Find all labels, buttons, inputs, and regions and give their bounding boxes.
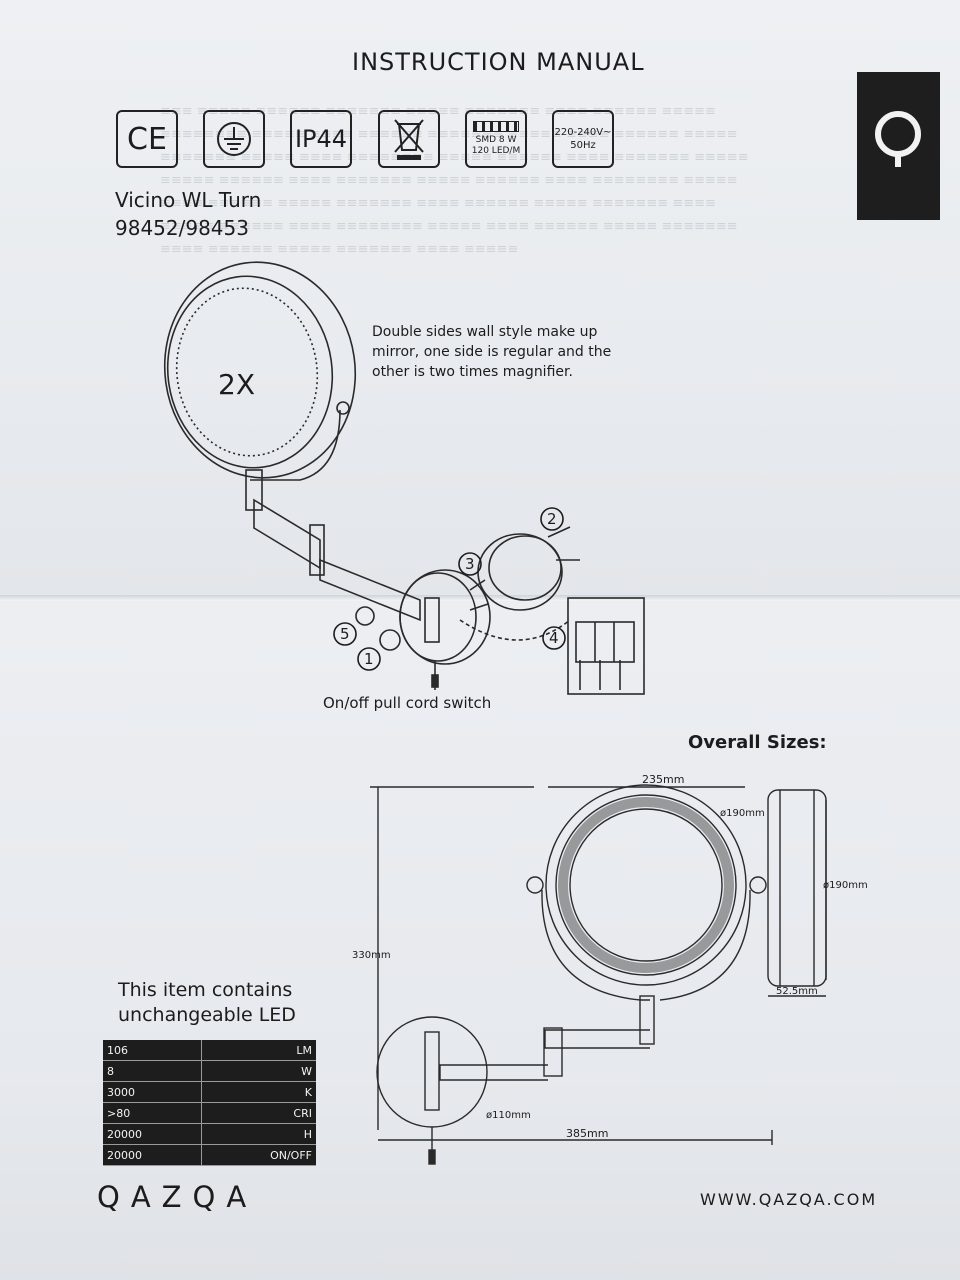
width-dimension: 235mm — [642, 773, 685, 786]
led-heading: This item contains unchangeable LED — [118, 978, 296, 1028]
page-title: INSTRUCTION MANUAL — [352, 48, 645, 76]
spec-unit: CRI — [201, 1102, 316, 1124]
step-2-number: 2 — [547, 510, 557, 528]
spec-value: 20000 — [103, 1144, 202, 1166]
spec-unit: W — [201, 1060, 316, 1082]
step-4-number: 4 — [549, 629, 559, 647]
voltage-line-2: 50Hz — [570, 140, 596, 151]
product-name: Vicino WL Turn — [115, 188, 262, 212]
led-strip-icon — [473, 121, 519, 132]
step-1-number: 1 — [364, 650, 374, 668]
spec-value: 20000 — [103, 1123, 202, 1145]
show-through-text: ≡≡≡ ≡≡≡≡≡ ≡≡≡≡≡≡ ≡≡≡≡≡≡≡ ≡≡≡≡≡ ≡≡≡≡≡≡≡ ≡… — [160, 104, 749, 257]
ip44-rating-icon: IP44 — [290, 110, 352, 168]
earth-ground-icon — [203, 110, 265, 168]
voltage-rating-box: 220-240V~ 50Hz — [552, 110, 614, 168]
product-codes: 98452/98453 — [115, 216, 249, 240]
smd-line-2: 120 LED/M — [471, 146, 521, 156]
website-url: WWW.QAZQA.COM — [700, 1190, 878, 1209]
step-5-number: 5 — [340, 625, 350, 643]
spec-value: 8 — [103, 1060, 202, 1082]
depth-dimension: 52.5mm — [776, 986, 818, 997]
side-diameter-dimension: ø190mm — [823, 880, 868, 891]
brand-logo-block — [857, 72, 940, 220]
reach-dimension: 385mm — [566, 1127, 609, 1140]
page-lower-half — [0, 598, 960, 1280]
ip-label: IP44 — [294, 125, 348, 153]
spec-unit: K — [201, 1081, 316, 1103]
led-heading-line-2: unchangeable LED — [118, 1004, 296, 1026]
page-upper-half — [0, 0, 960, 600]
voltage-line-1: 220-240V~ — [554, 127, 612, 138]
step-3-number: 3 — [465, 555, 475, 573]
ce-mark-icon: CE — [116, 110, 178, 168]
paper-fold — [0, 595, 960, 601]
led-heading-line-1: This item contains — [118, 979, 293, 1001]
spec-unit: LM — [201, 1040, 316, 1061]
brand-wordmark: QAZQA — [97, 1180, 258, 1214]
spec-unit: H — [201, 1123, 316, 1145]
spec-value: >80 — [103, 1102, 202, 1124]
spec-value: 106 — [103, 1040, 202, 1061]
base-diameter-dimension: ø110mm — [486, 1110, 531, 1121]
spec-value: 3000 — [103, 1081, 202, 1103]
pull-cord-label: On/off pull cord switch — [323, 694, 492, 712]
weee-disposal-icon — [378, 110, 440, 168]
smd-line-1: SMD 8 W — [475, 135, 517, 145]
magnification-label: 2X — [218, 368, 255, 401]
smd-led-icon: SMD 8 W 120 LED/M — [465, 110, 527, 168]
mirror-description: Double sides wall style make up mirror, … — [372, 324, 612, 380]
spec-unit: ON/OFF — [201, 1144, 316, 1166]
overall-sizes-title: Overall Sizes: — [688, 732, 827, 753]
height-dimension: 330mm — [352, 950, 391, 961]
mirror-diameter-dimension: ø190mm — [720, 808, 765, 819]
ce-label: CE — [127, 121, 167, 157]
